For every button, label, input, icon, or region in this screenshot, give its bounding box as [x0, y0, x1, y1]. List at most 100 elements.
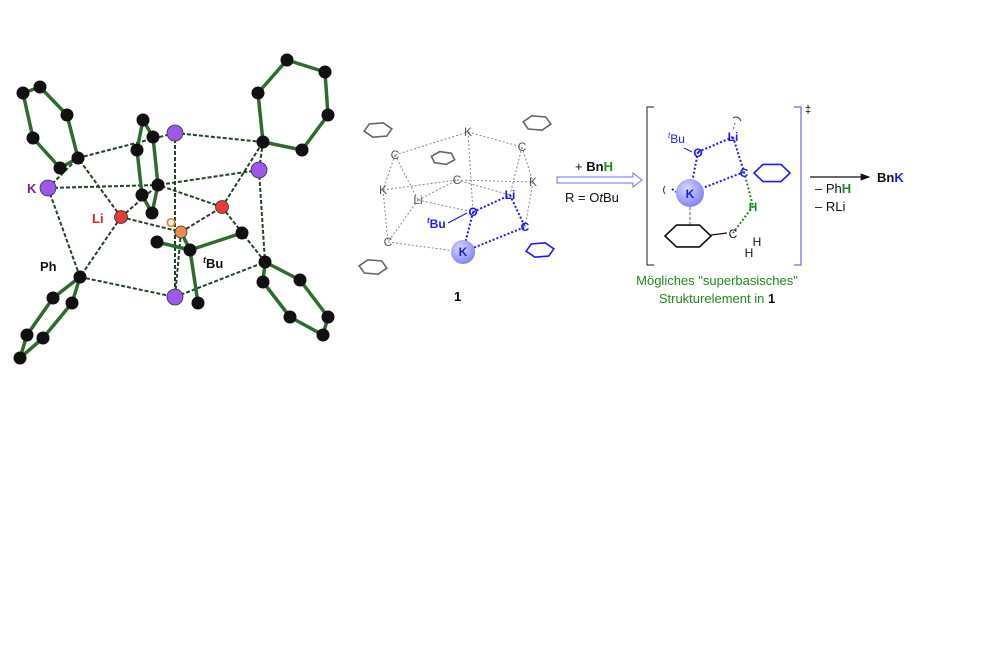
contact-line — [387, 199, 419, 243]
carbon-atom — [258, 255, 272, 269]
byproduct-phh: – PhH — [815, 181, 851, 196]
ring-bond — [151, 136, 160, 186]
carbon-atom — [26, 131, 40, 145]
ring-bond — [298, 278, 330, 319]
double-dagger: ‡ — [805, 104, 811, 116]
potassium-atom — [166, 288, 184, 306]
ring-bond — [25, 296, 55, 337]
ring-bond — [65, 114, 80, 159]
contact-bond — [258, 169, 266, 263]
contact-bond — [174, 132, 264, 143]
ts-tbu-o-bond — [683, 147, 693, 153]
contact-bond — [157, 184, 223, 208]
contact-line — [467, 131, 474, 213]
atom-label-c: C — [384, 235, 393, 249]
ts-atom-k: K — [686, 187, 695, 201]
contact-bond — [258, 141, 264, 171]
tbu-o-bond — [447, 212, 468, 224]
condition-label: R = OtBu — [565, 190, 619, 205]
contact-line — [387, 241, 464, 253]
caption-line-2: Strukturelement in 1 — [659, 291, 775, 306]
contact-bond — [120, 216, 182, 233]
carbon-atom — [235, 226, 249, 240]
tbu-text: Bu — [430, 217, 446, 231]
ts-atom-li: Li — [728, 130, 739, 144]
tbu-bond — [189, 231, 243, 252]
carbon-atom — [321, 310, 335, 324]
phenyl-ring — [522, 115, 552, 131]
ring-bond — [21, 92, 35, 139]
ts-potassium-sphere — [676, 179, 704, 207]
contact-line — [394, 131, 469, 156]
oxygen-atom — [174, 225, 188, 239]
carbon-atom — [33, 80, 47, 94]
reaction-arrow-hollow — [556, 171, 643, 189]
ring-bond — [262, 140, 303, 152]
contact-line — [394, 154, 419, 201]
carbon-atom — [65, 296, 79, 310]
contact-bond — [174, 261, 266, 298]
ring-bond — [261, 280, 292, 319]
atom-label-c: C — [391, 148, 400, 162]
atom-label-c: C — [521, 220, 530, 234]
contact-bond — [157, 169, 260, 186]
highlight-contact-line — [462, 226, 526, 253]
contact-line — [382, 179, 458, 191]
ts-tbu: tBu — [668, 131, 685, 146]
contact-line — [456, 179, 534, 183]
potassium-atom — [250, 161, 268, 179]
lithium-atom — [215, 200, 229, 214]
crystal-structure — [13, 53, 335, 365]
carbon-atom — [293, 273, 307, 287]
ts-arc — [663, 185, 666, 195]
ts-contact — [732, 122, 736, 131]
tbu-superscript: t — [668, 131, 671, 140]
ring-bond — [300, 113, 330, 152]
carbon-atom — [71, 151, 85, 165]
label-o: O — [166, 215, 176, 230]
ts-contact — [671, 188, 677, 193]
ring-bond — [286, 58, 326, 74]
contact-line — [456, 179, 511, 196]
phenyl-ring — [358, 259, 388, 275]
contact-bond — [79, 276, 176, 298]
highlight-contact-line — [462, 211, 474, 253]
carbon-atom — [73, 270, 87, 284]
carbon-atom — [135, 188, 149, 202]
ts-atom-h: H — [749, 200, 758, 214]
atom-label-tbu: tBu — [427, 216, 446, 231]
contact-line — [509, 146, 523, 196]
ring-bond — [323, 71, 330, 116]
tbu-bond — [188, 249, 200, 304]
ts-atom-ch2_h1: H — [753, 235, 762, 249]
carbon-atom — [130, 143, 144, 157]
bracket-right — [794, 106, 802, 266]
carbon-atom — [13, 351, 27, 365]
ts-phenyl-ring — [752, 163, 792, 183]
phenyl-ring — [363, 122, 393, 138]
carbon-atom — [191, 296, 205, 310]
contact-bond — [221, 141, 264, 208]
lithium-atom — [114, 210, 128, 224]
ts-atom-o: O — [693, 146, 702, 160]
carbon-atom — [146, 130, 160, 144]
carbon-atom — [53, 161, 67, 175]
potassium-highlight-sphere — [451, 240, 475, 264]
carbon-atom — [321, 108, 335, 122]
phenyl-ring — [525, 242, 555, 258]
label-li: Li — [92, 211, 104, 226]
carbon-atom — [256, 135, 270, 149]
ring-bond — [264, 260, 301, 282]
bracket-left — [646, 106, 654, 266]
ts-atom-c: C — [740, 166, 749, 180]
ring-bond — [135, 149, 144, 196]
carbon-atom — [151, 178, 165, 192]
carbon-atom — [145, 206, 159, 220]
tbu-text: Bu — [670, 132, 685, 146]
carbon-atom — [256, 275, 270, 289]
atom-label-k: K — [379, 183, 387, 197]
label-ph: Ph — [40, 259, 57, 274]
carbon-atom — [183, 243, 197, 257]
ring-bond — [256, 58, 289, 95]
